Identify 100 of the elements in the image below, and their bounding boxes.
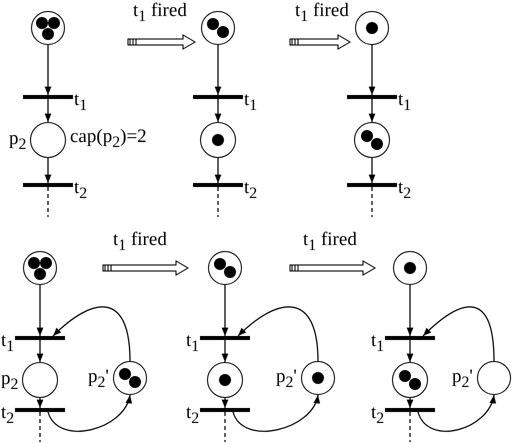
token-dot: [404, 262, 416, 274]
token-dot: [312, 372, 324, 384]
token-dot: [48, 16, 60, 28]
transition-bar: [15, 408, 65, 412]
place-circle: [355, 11, 389, 45]
transition-label: t$_{1}$: [186, 331, 200, 357]
place-circle: [207, 362, 243, 398]
dashed-line: [47, 187, 49, 217]
token-dot: [128, 376, 140, 388]
arc-arrow: [222, 285, 228, 336]
transition-label: t$_{2}$: [1, 403, 14, 429]
transition-label: t$_{1}$: [371, 331, 384, 357]
transition-bar: [347, 183, 397, 187]
transition-label: t$_{1}$: [398, 90, 412, 116]
place-circle: [392, 362, 428, 398]
transition-bar: [385, 336, 435, 340]
token-dot: [28, 256, 40, 268]
token-dot: [42, 28, 54, 40]
transition-bar: [347, 95, 397, 99]
transition-label: t$_{2}$: [244, 178, 258, 204]
place-circle: [30, 122, 66, 158]
token-dot: [212, 134, 224, 146]
token-dot: [398, 370, 410, 382]
arc-arrow: [44, 158, 52, 183]
arc-arrow: [406, 398, 414, 408]
transition-fired-label: t$_{1}$ fired: [113, 230, 167, 256]
dashed-line: [39, 412, 41, 442]
transition-bar: [23, 95, 73, 99]
arc-arrow: [214, 158, 222, 183]
arc-arrow: [36, 285, 44, 336]
arc-arrow: [232, 394, 319, 432]
arc-arrow: [214, 99, 222, 122]
transition-bar: [200, 408, 250, 412]
token-dot: [366, 22, 378, 34]
token-dot: [36, 16, 48, 28]
arc-arrow: [222, 340, 228, 362]
transition-label: t$_{2}$: [371, 403, 384, 429]
place-label: p$_{2}$: [1, 369, 18, 395]
transition-label: t$_{2}$: [74, 178, 88, 204]
place-label: p$_{2}$': [452, 367, 473, 393]
arc-arrow: [368, 99, 376, 122]
token-dot: [218, 374, 230, 386]
token-dot: [408, 378, 420, 390]
arc-arrow: [44, 45, 52, 95]
arc-arrow: [422, 306, 495, 362]
place-circle: [301, 361, 335, 395]
token-dot: [224, 266, 236, 278]
dashed-line: [409, 412, 411, 442]
capacity-label: cap(p$_{2}$)=2: [70, 127, 147, 153]
arc-arrow: [368, 45, 376, 95]
transition-bar: [23, 183, 73, 187]
transition-fired-label: t$_{1}$ fired: [295, 1, 349, 27]
arc-arrow: [214, 45, 222, 95]
place-circle: [31, 11, 65, 45]
place-label: p$_{2}$: [9, 129, 26, 155]
place-circle: [113, 361, 147, 395]
place-circle: [477, 361, 511, 395]
dashed-line: [224, 412, 226, 442]
place-circle: [22, 362, 58, 398]
transition-label: t$_{2}$: [398, 178, 412, 204]
place-circle: [23, 251, 57, 285]
arc-arrow: [222, 398, 228, 408]
arc-arrow: [44, 99, 52, 122]
dashed-line: [217, 187, 219, 217]
place-circle: [208, 251, 242, 285]
transition-label: t$_{1}$: [74, 90, 88, 116]
token-dot: [216, 26, 228, 38]
token-dot: [214, 258, 226, 270]
transition-bar: [15, 336, 65, 340]
token-dot: [206, 18, 218, 30]
arc-arrow: [52, 306, 131, 362]
token-dot: [360, 130, 372, 142]
transition-bar: [385, 408, 435, 412]
transition-fired-label: t$_{1}$ fired: [133, 1, 187, 27]
arc-arrow: [36, 340, 44, 362]
token-dot: [34, 268, 46, 280]
transition-label: t$_{2}$: [186, 403, 200, 429]
transition-bar: [193, 95, 243, 99]
token-dot: [370, 138, 382, 150]
place-circle: [354, 122, 390, 158]
token-dot: [40, 256, 52, 268]
arc-arrow: [36, 398, 44, 408]
arc-arrow: [47, 394, 131, 432]
token-dot: [118, 368, 130, 380]
transition-label: t$_{1}$: [244, 90, 258, 116]
dashed-line: [371, 187, 373, 217]
place-circle: [200, 122, 236, 158]
arc-arrow: [368, 158, 376, 183]
place-label: p$_{2}$': [276, 367, 297, 393]
arc-arrow: [406, 285, 414, 336]
arc-arrow: [406, 340, 414, 362]
transition-bar: [200, 336, 250, 340]
transition-bar: [193, 183, 243, 187]
place-label: p$_{2}$': [88, 367, 109, 393]
transition-label: t$_{1}$: [1, 331, 14, 357]
transition-fired-label: t$_{1}$ fired: [303, 230, 357, 256]
arc-arrow: [417, 394, 495, 432]
place-circle: [393, 251, 427, 285]
place-circle: [201, 11, 235, 45]
arc-arrow: [238, 306, 319, 362]
